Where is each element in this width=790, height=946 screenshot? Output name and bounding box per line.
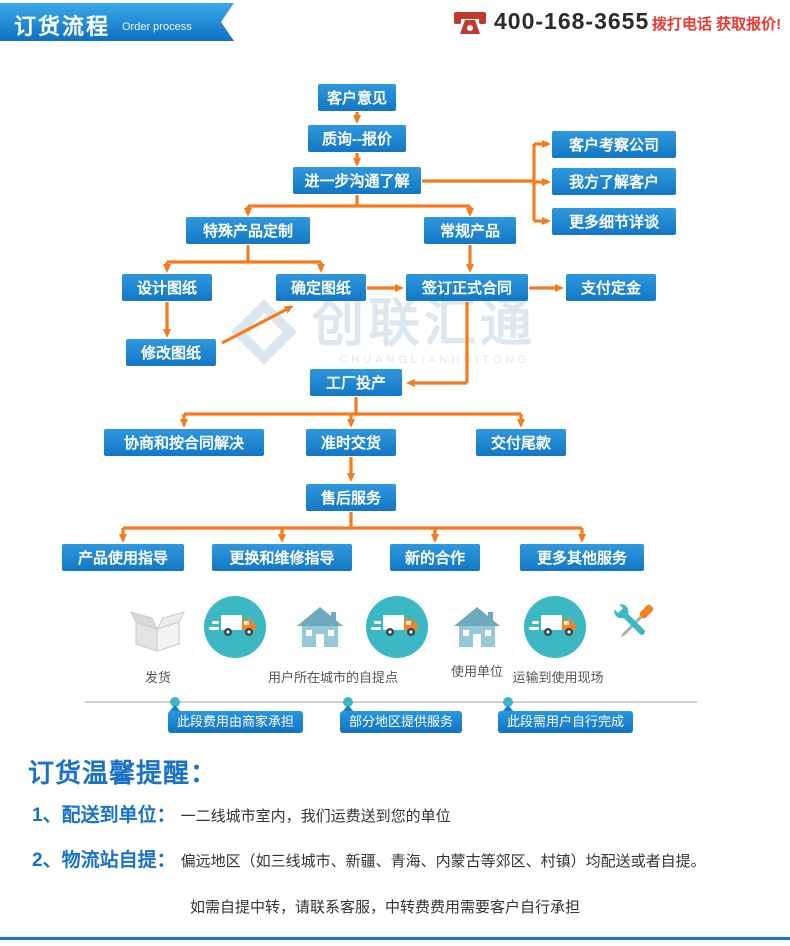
badge-notch — [342, 705, 354, 712]
node-pay-balance: 交付尾款 — [476, 429, 566, 456]
badge-notch — [169, 705, 181, 712]
box-icon — [128, 597, 186, 660]
node-pay-deposit: 支付定金 — [566, 274, 656, 301]
house-icon — [452, 603, 502, 658]
notice-item-pickup: 2、物流站自提： 偏远地区（如三线城市、新疆、青海、内蒙古等郊区、村镇）均配送或… — [32, 845, 706, 872]
node-usage-guide: 产品使用指导 — [62, 544, 184, 571]
logistics-label-ship: 发货 — [144, 670, 171, 685]
badge-notch — [502, 705, 514, 712]
watermark-text: 创联汇通 — [312, 295, 537, 353]
badge-partial-service: 部分地区提供服务 — [340, 711, 463, 733]
notice-item-delivery: 1、配送到单位： 一二线城市室内，我们运费送到您的单位 — [32, 800, 451, 827]
phone-number: 400-168-3655 — [494, 8, 650, 34]
page-subtitle: Order process — [122, 21, 192, 33]
notice-footnote: 如需自提中转，请联系客服，中转费费用需要客户自行承担 — [190, 899, 581, 916]
watermark: 创联汇通 CHUANGLIANHUITONG — [228, 296, 536, 368]
node-design-drawing: 设计图纸 — [122, 274, 212, 301]
node-on-time-delivery: 准时交货 — [306, 429, 396, 456]
notice-item-text: 偏远地区（如三线城市、新疆、青海、内蒙古等郊区、村镇）均配送或者自提。 — [180, 853, 706, 870]
node-standard-product: 常规产品 — [424, 217, 516, 244]
watermark-subtext: CHUANGLIANHUITONG — [339, 354, 531, 366]
node-after-sales: 售后服务 — [306, 484, 396, 511]
node-sign-contract: 签订正式合同 — [406, 274, 528, 301]
truck-icon — [204, 596, 266, 663]
timeline-line — [85, 701, 697, 703]
node-new-cooperation: 新的合作 — [390, 544, 480, 571]
node-customer-opinion: 客户意见 — [318, 84, 396, 111]
node-factory-production: 工厂投产 — [310, 369, 402, 396]
bottom-divider — [0, 937, 790, 940]
node-confirm-drawing: 确定图纸 — [276, 274, 366, 301]
house-icon — [295, 603, 345, 658]
page-title: 订货流程 — [14, 14, 111, 39]
node-further-communication: 进一步沟通了解 — [293, 167, 421, 194]
phone-cta: 拨打电话 获取报价! — [652, 16, 782, 33]
timeline-dot — [343, 697, 353, 707]
logistics-label-transport: 运输到使用现场 — [512, 670, 604, 685]
logistics-label-pickup: 用户所在城市的自提点 — [267, 670, 398, 685]
truck-icon — [524, 596, 586, 663]
timeline-dot — [503, 697, 513, 707]
node-replace-repair-guide: 更换和维修指导 — [212, 544, 352, 571]
node-revise-drawing: 修改图纸 — [126, 339, 216, 366]
node-client-visit-company: 客户考察公司 — [552, 131, 676, 158]
badge-merchant-cost: 此段费用由商家承担 — [168, 711, 304, 733]
phone-icon — [452, 4, 488, 45]
timeline-dot — [170, 697, 180, 707]
notice-item-label: 1、配送到单位： — [32, 805, 176, 826]
badge-user-complete: 此段需用户自行完成 — [498, 711, 634, 733]
notice-item-text: 一二线城市室内，我们运费送到您的单位 — [180, 808, 451, 825]
header-ribbon: 订货流程 Order process — [0, 3, 234, 41]
notice-item-label: 2、物流站自提： — [32, 850, 176, 871]
node-negotiate-by-contract: 协商和按合同解决 — [104, 429, 264, 456]
node-more-details-talk: 更多细节详谈 — [552, 208, 676, 235]
node-inquiry-quote: 质询--报价 — [308, 125, 406, 152]
node-we-understand-client: 我方了解客户 — [552, 168, 676, 195]
logistics-label-user: 使用单位 — [450, 664, 503, 679]
node-custom-product: 特殊产品定制 — [186, 217, 310, 244]
truck-icon — [366, 596, 428, 663]
tools-icon — [604, 594, 664, 659]
node-more-services: 更多其他服务 — [520, 544, 644, 571]
watermark-logo-icon — [231, 299, 297, 365]
notice-title: 订货温馨提醒： — [28, 758, 218, 788]
